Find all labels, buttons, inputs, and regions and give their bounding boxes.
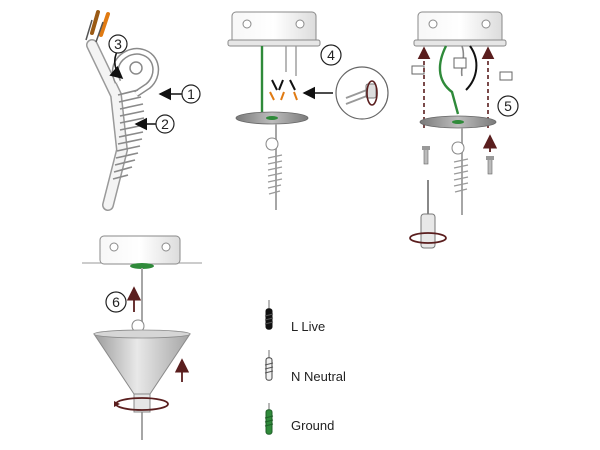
svg-text:N Neutral: N Neutral xyxy=(291,369,346,384)
panel-mount-shade: 6 xyxy=(82,235,202,440)
lamp-shade xyxy=(93,333,191,395)
panel-cable-grip: 1 2 3 xyxy=(85,10,201,211)
screw xyxy=(486,156,494,175)
svg-text:1: 1 xyxy=(187,86,195,102)
zoom-detail xyxy=(335,66,389,120)
panel-connect-wires: 4 xyxy=(227,11,389,210)
panel-fix-plate: 5 xyxy=(409,11,519,249)
step-6-badge: 6 xyxy=(105,291,127,313)
svg-text:4: 4 xyxy=(327,47,335,63)
step-3-badge: 3 xyxy=(108,34,128,54)
cable-grip-spring xyxy=(112,89,145,180)
step-4-badge: 4 xyxy=(320,44,342,66)
screw xyxy=(422,146,430,165)
legend-ground: Ground xyxy=(264,403,334,435)
legend-neutral: N Neutral xyxy=(264,350,346,384)
ceiling-junction-box xyxy=(227,11,321,47)
svg-text:6: 6 xyxy=(112,294,120,310)
ceiling-junction-box xyxy=(99,235,181,265)
step-1-badge: 1 xyxy=(181,84,201,104)
hook xyxy=(112,47,160,97)
svg-text:Ground: Ground xyxy=(291,418,334,433)
terminal-block xyxy=(411,57,513,81)
svg-text:3: 3 xyxy=(114,36,122,52)
step-2-badge: 2 xyxy=(155,114,175,134)
svg-text:5: 5 xyxy=(504,98,512,114)
step-5-badge: 5 xyxy=(497,95,519,117)
svg-text:2: 2 xyxy=(161,116,169,132)
screwdriver-icon xyxy=(409,180,447,249)
wire-tip-orange xyxy=(99,12,110,37)
wire-legend: L Live N Neutral Ground xyxy=(264,300,346,435)
ground-wire xyxy=(438,45,460,115)
legend-live: L Live xyxy=(264,300,325,334)
ceiling-junction-box xyxy=(413,11,507,47)
wire-tip-brown xyxy=(90,10,100,35)
svg-text:L Live: L Live xyxy=(291,319,325,334)
